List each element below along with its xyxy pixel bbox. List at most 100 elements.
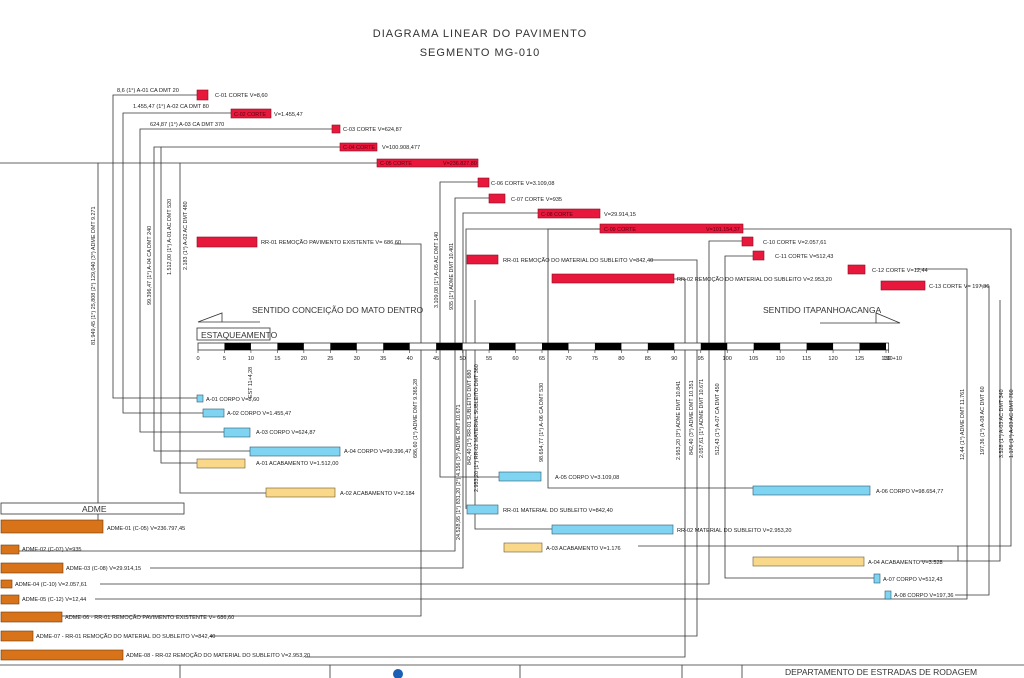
cut-label-c07: C-07 CORTE V=935 bbox=[511, 197, 562, 203]
adme-bar-07 bbox=[0, 630, 34, 642]
cut-bar-c07 bbox=[488, 193, 506, 204]
adme-label-05: ADME-05 (C-12) V=12,44 bbox=[22, 597, 86, 603]
removal-bar-rr02-subgrade bbox=[551, 273, 675, 284]
ruler-segment bbox=[859, 343, 886, 350]
staking-box bbox=[196, 327, 271, 341]
layer-bar-a02-acab bbox=[265, 487, 336, 498]
layer-bar-a04-acab bbox=[752, 556, 865, 567]
ruler-segment bbox=[647, 343, 675, 350]
arrow-left-icon bbox=[197, 312, 260, 323]
cut-label-c13: C-13 CORTE V= 197,36 bbox=[929, 284, 989, 290]
layer-label-rr01-mat: RR-01 MATERIAL DO SUBLEITO V=842,40 bbox=[503, 508, 613, 514]
ruler-tick-label: 10 bbox=[248, 356, 254, 362]
removal-bar-rr01-pavement bbox=[196, 236, 258, 248]
cut-label-c08: C-08 CORTE bbox=[541, 212, 573, 218]
layer-bar-a03-corpo bbox=[223, 427, 251, 438]
note-c07: 935 (1°) ADME DMT 10.401 bbox=[449, 243, 455, 310]
removal-label-rr02-subgrade: RR-02 REMOÇÃO DO MATERIAL DO SUBLEITO V=… bbox=[677, 276, 832, 283]
adme-label-03: ADME-03 (C-08) V=29.914,15 bbox=[66, 566, 141, 572]
adme-box-label: ADME bbox=[82, 504, 107, 514]
ruler-tick-label: 115 bbox=[802, 356, 811, 362]
ruler-tick-label: 75 bbox=[592, 356, 598, 362]
note-rr01-sub: 842,40 (1°) RR-01 SUBLEITO DMT 680 bbox=[467, 370, 473, 465]
ruler-tick-label: 45 bbox=[433, 356, 439, 362]
note-a05: 3.109,08 (1°) A-05 AC DMT 140 bbox=[434, 232, 440, 308]
removal-label-rr01-pavement: RR-01 REMOÇÃO PAVIMENTO EXISTENTE V= 686… bbox=[261, 239, 401, 246]
note-adme-r3: 2.057,61 (1°) ADME DMT 10.671 bbox=[699, 379, 705, 458]
ruler-tick-label: 40 bbox=[407, 356, 413, 362]
footer-org: DEPARTAMENTO DE ESTRADAS DE RODAGEM bbox=[785, 667, 977, 677]
cut-bar-c03 bbox=[331, 124, 341, 134]
note-a01ac: 1.512,00 (1°) A-01 AC DMT 520 bbox=[167, 199, 173, 275]
cut-bar-c10 bbox=[741, 236, 754, 247]
ruler-tick-label: 85 bbox=[645, 356, 651, 362]
note-rr01-pav: 686,60 (1°) ADME DMT 9.365,28 bbox=[413, 379, 419, 458]
ruler-tick-label: 65 bbox=[539, 356, 545, 362]
layer-bar-rr02-mat bbox=[551, 524, 674, 535]
note-adme-r2: 842,40 (3°) ADME DMT 10.351 bbox=[689, 380, 695, 455]
note-adme-r1: 2.953,20 (3°) ADME DMT 10.841 bbox=[676, 381, 682, 460]
ruler-segment bbox=[436, 343, 463, 350]
layer-label-a03-acab: A-03 ACABAMENTO V=1.176 bbox=[546, 546, 621, 552]
cut-label-c12: C-12 CORTE V=12,44 bbox=[872, 268, 928, 274]
layer-label-a06-corpo: A-06 CORPO V=98.654,77 bbox=[876, 489, 943, 495]
cut-bar-c06 bbox=[477, 177, 490, 188]
cut-bar-c11 bbox=[752, 250, 765, 261]
cut-bar-c08 bbox=[537, 208, 601, 219]
ruler-tick-label: 130+10 bbox=[883, 356, 902, 362]
layer-label-a01-acab: A-01 ACABAMENTO V=1.512,00 bbox=[256, 461, 338, 467]
adme-section: ADME ADME-01 (C-05) V=236.797,45 ADME-02… bbox=[0, 502, 310, 661]
layer-label-a01-corpo: A-01 CORPO V=8,60 bbox=[206, 397, 259, 403]
cut-bar-c02 bbox=[230, 108, 272, 119]
note-a07: 512,43 (1°) A-07 CA DMT 450 bbox=[715, 383, 721, 455]
cut-label-c11: C-11 CORTE V=512,43 bbox=[775, 254, 833, 260]
cut-value-c09: V=101.154,37 bbox=[706, 227, 740, 233]
ruler-tick-label: 80 bbox=[618, 356, 624, 362]
layer-label-a03-corpo: A-03 CORPO V=624,87 bbox=[256, 430, 316, 436]
cut-label-c06: C-06 CORTE V=3.109,08 bbox=[491, 181, 554, 187]
adme-label-01: ADME-01 (C-05) V=236.797,45 bbox=[107, 526, 185, 532]
layer-bar-a01-corpo bbox=[196, 394, 204, 403]
ruler-tick-label: 0 bbox=[196, 356, 199, 362]
layer-bar-a08-corpo bbox=[884, 590, 892, 600]
ruler-segment bbox=[383, 343, 410, 350]
ruler-tick-label: 20 bbox=[301, 356, 307, 362]
cut-bar-c12 bbox=[847, 264, 866, 275]
ruler-tick-label: 120 bbox=[828, 356, 837, 362]
ruler-tick-label: 110 bbox=[776, 356, 785, 362]
cut-value-c05: V=236.827,80 bbox=[443, 161, 477, 167]
ruler-segment bbox=[594, 343, 622, 350]
layer-bar-a04-corpo bbox=[249, 446, 341, 457]
note-a08: 197,36 (1°) A-08 AC DMT 60 bbox=[980, 386, 986, 455]
title-block: DEPARTAMENTO DE ESTRADAS DE RODAGEM bbox=[0, 664, 1024, 678]
ruler-tick-label: 5 bbox=[223, 356, 226, 362]
cut-label-c03: C-03 CORTE V=624,87 bbox=[343, 127, 402, 133]
ruler-segment bbox=[542, 343, 569, 350]
ruler-tick-label: 35 bbox=[380, 356, 386, 362]
ruler-tick-label: 125 bbox=[855, 356, 864, 362]
ruler-tick-label: 25 bbox=[327, 356, 333, 362]
note-a02ac: 2.183 (1°) A-02 AC DMT 480 bbox=[183, 201, 189, 270]
ruler-segment bbox=[277, 343, 304, 350]
direction-right-label: SENTIDO ITAPANHOACANGA bbox=[763, 305, 882, 315]
note-adme-left: 81.949,45 (1°) 25,808 (2°) 129,040 (3°) … bbox=[91, 206, 97, 345]
cut-value-c02: V=1.455,47 bbox=[274, 112, 303, 118]
adme-bar-04 bbox=[0, 579, 13, 589]
layer-label-a02-acab: A-02 ACABAMENTO V=2.184 bbox=[340, 491, 415, 497]
arrow-right-icon bbox=[820, 312, 901, 324]
direction-right: SENTIDO ITAPANHOACANGA bbox=[763, 305, 901, 324]
cut-label-c09: C-09 CORTE bbox=[604, 227, 636, 233]
ruler-tick-label: 105 bbox=[749, 356, 758, 362]
ruler-tick-label: 95 bbox=[698, 356, 704, 362]
cut-label-c10: C-10 CORTE V=2.057,61 bbox=[763, 240, 826, 246]
adme-bar-01 bbox=[0, 519, 104, 534]
adme-label-06: ADME-06 - RR-01 REMOÇÃO PAVIMENTO EXISTE… bbox=[65, 614, 234, 621]
vertical-notes: 81.949,45 (1°) 25,808 (2°) 129,040 (3°) … bbox=[91, 199, 1015, 540]
adme-bar-08 bbox=[0, 649, 124, 661]
adme-label-07: ADME-07 - RR-01 REMOÇÃO DO MATERIAL DO S… bbox=[36, 633, 215, 640]
ruler-tick-label: 50 bbox=[459, 356, 465, 362]
logo-icon bbox=[393, 669, 403, 678]
adme-label-04: ADME-04 (C-10) V=2.057,61 bbox=[15, 582, 87, 588]
adme-bar-03 bbox=[0, 562, 64, 574]
